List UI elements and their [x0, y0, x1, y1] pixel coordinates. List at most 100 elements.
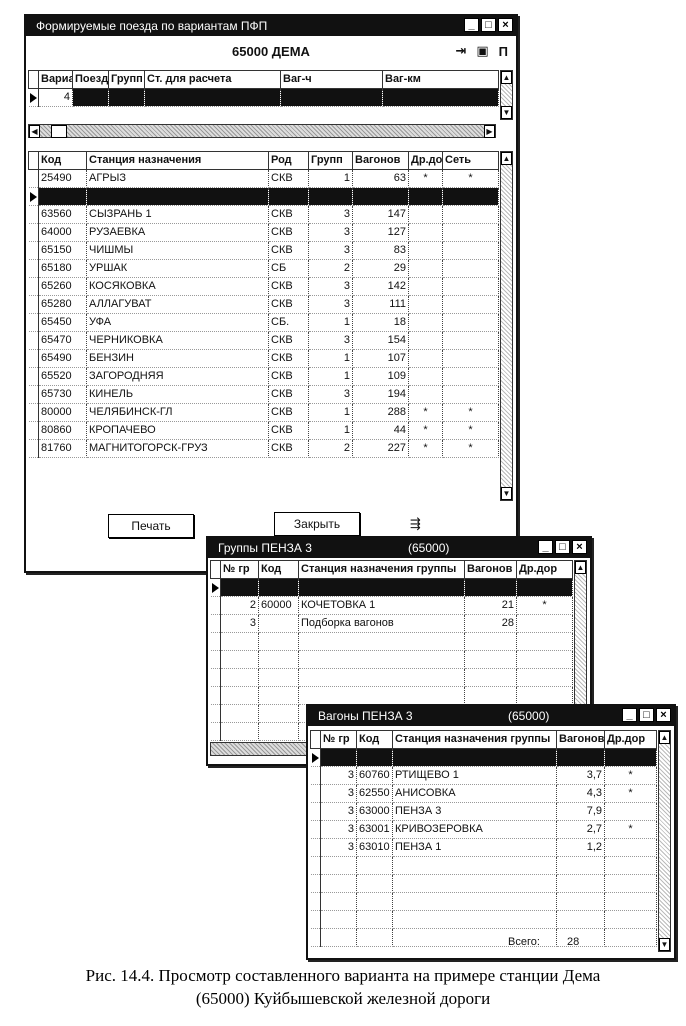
tool-icon[interactable]: ⇶: [410, 516, 421, 531]
pin-icon[interactable]: ⇥: [455, 43, 467, 58]
table-cell[interactable]: [442, 313, 499, 332]
table-cell[interactable]: *: [442, 403, 499, 422]
table-cell[interactable]: [408, 205, 443, 224]
col-header[interactable]: Поезд: [72, 70, 109, 89]
table-cell[interactable]: 1: [308, 313, 353, 332]
scroll-down-icon[interactable]: ▼: [501, 106, 512, 119]
table-cell[interactable]: 7,9: [556, 802, 605, 821]
col-header[interactable]: Станция назначения: [86, 151, 269, 170]
table-cell[interactable]: [408, 349, 443, 368]
table-cell[interactable]: 65470: [38, 331, 87, 350]
table-cell[interactable]: 44: [352, 421, 409, 440]
table-cell[interactable]: 65180: [38, 259, 87, 278]
table-cell[interactable]: *: [516, 596, 573, 615]
wagons-window-titlebar[interactable]: Вагоны ПЕНЗА 3 (65000) _ □ ×: [308, 706, 674, 726]
close-icon[interactable]: ×: [656, 708, 671, 722]
table-cell[interactable]: 63: [352, 169, 409, 188]
table-cell[interactable]: 1: [308, 403, 353, 422]
col-header[interactable]: Род: [268, 151, 309, 170]
table-cell[interactable]: [268, 187, 309, 206]
table-cell[interactable]: [442, 349, 499, 368]
col-header[interactable]: Др.дор: [516, 560, 573, 579]
table-cell[interactable]: 1,2: [556, 838, 605, 857]
table-cell[interactable]: [442, 259, 499, 278]
table-cell[interactable]: КРИВОЗЕРОВКА: [392, 820, 557, 839]
table-cell[interactable]: 227: [352, 439, 409, 458]
table-cell[interactable]: [408, 295, 443, 314]
scroll-down-icon[interactable]: ▼: [501, 487, 512, 500]
table-cell[interactable]: [320, 748, 357, 767]
table-cell[interactable]: 111: [352, 295, 409, 314]
minimize-icon[interactable]: _: [538, 540, 553, 554]
table-cell[interactable]: ЗАГОРОДНЯЯ: [86, 367, 269, 386]
table-cell[interactable]: КОСЯКОВКА: [86, 277, 269, 296]
table-cell[interactable]: [408, 367, 443, 386]
table-cell[interactable]: 3: [308, 295, 353, 314]
wagons-vertical-scrollbar[interactable]: ▲ ▼: [658, 730, 671, 952]
table-row[interactable]: [210, 578, 573, 597]
table-cell[interactable]: [442, 295, 499, 314]
scroll-up-icon[interactable]: ▲: [501, 152, 512, 165]
table-cell[interactable]: 1: [308, 421, 353, 440]
table-cell[interactable]: СКВ: [268, 439, 309, 458]
col-header[interactable]: Ст. для расчета: [144, 70, 281, 89]
col-header[interactable]: Вагонов: [464, 560, 517, 579]
table-cell[interactable]: 3: [308, 241, 353, 260]
table-cell[interactable]: 2: [220, 596, 259, 615]
maximize-icon[interactable]: □: [639, 708, 654, 722]
table-cell[interactable]: 3: [320, 802, 357, 821]
table-cell[interactable]: *: [408, 403, 443, 422]
table-cell[interactable]: 83: [352, 241, 409, 260]
table-cell[interactable]: 62550: [356, 784, 393, 803]
table-cell[interactable]: 28: [464, 614, 517, 633]
table-cell[interactable]: УФА: [86, 313, 269, 332]
table-cell[interactable]: 2: [308, 259, 353, 278]
table-cell[interactable]: [258, 578, 299, 597]
table-cell[interactable]: 3: [320, 820, 357, 839]
scroll-up-icon[interactable]: ▲: [659, 731, 670, 744]
stations-vertical-scrollbar[interactable]: ▲ ▼: [500, 151, 513, 501]
table-cell[interactable]: АЛЛАГУВАТ: [86, 295, 269, 314]
table-cell[interactable]: 81760: [38, 439, 87, 458]
minimize-icon[interactable]: _: [464, 18, 479, 32]
table-cell[interactable]: [604, 748, 657, 767]
table-cell[interactable]: 2,7: [556, 820, 605, 839]
table-cell[interactable]: [442, 277, 499, 296]
table-cell[interactable]: [442, 205, 499, 224]
table-cell[interactable]: 194: [352, 385, 409, 404]
table-cell[interactable]: [442, 187, 499, 206]
table-cell[interactable]: 63560: [38, 205, 87, 224]
table-cell[interactable]: ЧЕРНИКОВКА: [86, 331, 269, 350]
col-header[interactable]: Код: [258, 560, 299, 579]
table-cell[interactable]: 80000: [38, 403, 87, 422]
table-cell[interactable]: 65280: [38, 295, 87, 314]
col-header[interactable]: Вагонов: [556, 730, 605, 749]
table-cell[interactable]: [408, 259, 443, 278]
table-cell[interactable]: СКВ: [268, 349, 309, 368]
scroll-thumb[interactable]: [51, 125, 67, 138]
table-cell[interactable]: [408, 223, 443, 242]
table-cell[interactable]: СКВ: [268, 205, 309, 224]
col-header[interactable]: Ваг-км: [382, 70, 499, 89]
table-cell[interactable]: [556, 748, 605, 767]
table-cell[interactable]: [86, 187, 269, 206]
table-cell[interactable]: *: [408, 421, 443, 440]
table-cell[interactable]: [280, 88, 383, 107]
table-cell[interactable]: 1: [308, 169, 353, 188]
table-cell[interactable]: *: [604, 784, 657, 803]
table-cell[interactable]: СКВ: [268, 331, 309, 350]
col-header[interactable]: Станция назначения группы: [298, 560, 465, 579]
table-cell[interactable]: [352, 187, 409, 206]
table-cell[interactable]: 3: [308, 331, 353, 350]
col-header[interactable]: Ваг-ч: [280, 70, 383, 89]
table-cell[interactable]: [144, 88, 281, 107]
table-cell[interactable]: [516, 614, 573, 633]
